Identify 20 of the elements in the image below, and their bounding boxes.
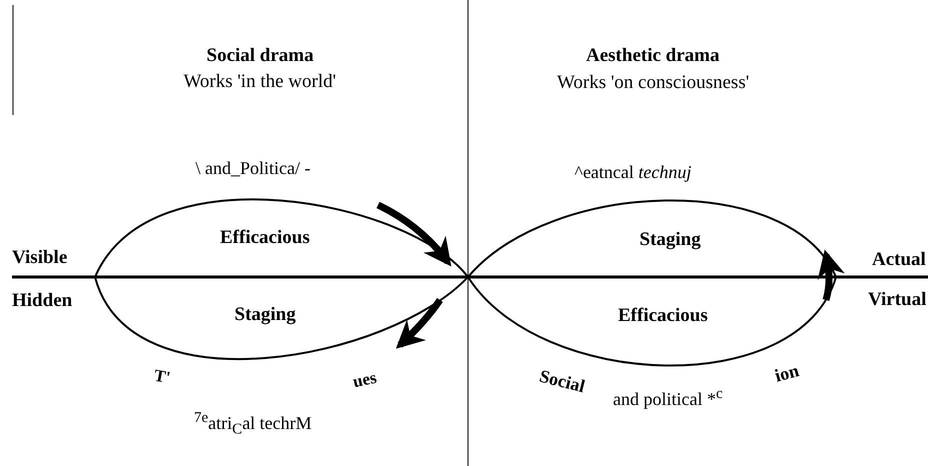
region-label: Efficacious xyxy=(618,306,708,326)
curve-label: and political *$^{c}$ xyxy=(613,386,723,410)
curve-label: Social xyxy=(537,366,587,398)
curve-label: ion xyxy=(772,361,802,387)
curve-label: ues xyxy=(351,368,378,392)
curve-label: \ and_Politica/ - xyxy=(196,159,310,179)
heading: Aesthetic drama xyxy=(586,46,720,66)
subheading: Works 'in the world' xyxy=(184,72,336,92)
curve-label: $^{7e}$atri$_{C}$al techrM xyxy=(194,410,312,438)
region-label: Efficacious xyxy=(220,228,310,248)
axis-label: Actual xyxy=(872,250,926,270)
region-label: Staging xyxy=(640,230,701,250)
axis-label: Virtual xyxy=(868,290,926,310)
axis-label: Hidden xyxy=(12,290,72,312)
curve-label: T' xyxy=(152,366,172,388)
curve-label: ^eatncal technuj xyxy=(574,163,692,183)
heading: Social drama xyxy=(206,46,314,66)
axis-label: Visible xyxy=(12,248,68,268)
subheading: Works 'on consciousness' xyxy=(557,72,750,94)
region-label: Staging xyxy=(234,304,296,326)
